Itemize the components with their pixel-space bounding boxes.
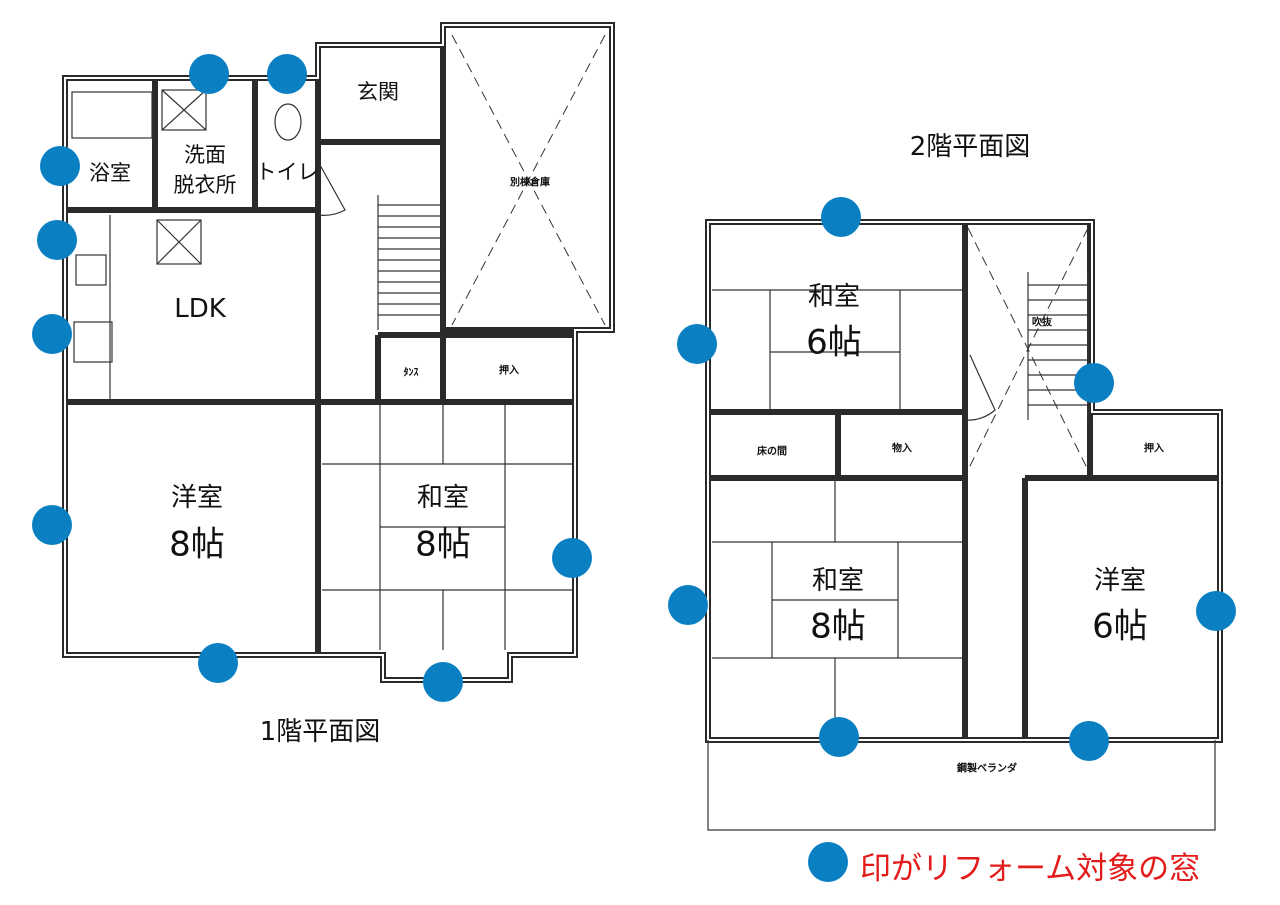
room-label-bath: 浴室 xyxy=(89,160,131,185)
room-label-storage-2f: 物入 xyxy=(892,443,912,455)
window-marker xyxy=(677,324,717,364)
room-label-entrance: 玄関 xyxy=(357,79,399,104)
room-label-ldk: LDK xyxy=(174,294,226,325)
room-size-japanese-8: 8帖 xyxy=(415,524,471,565)
room-label-wardrobe: ﾀﾝｽ xyxy=(403,367,419,379)
room-label-storage: 別棟倉庫 xyxy=(510,177,550,189)
room-size-japanese-8-2f: 8帖 xyxy=(810,606,866,647)
window-marker xyxy=(1196,591,1236,631)
room-label-void: 吹抜 xyxy=(1032,317,1052,329)
floor2-title: 2階平面図 xyxy=(909,132,1031,163)
window-marker xyxy=(668,585,708,625)
window-marker xyxy=(40,146,80,186)
window-marker xyxy=(32,505,72,545)
room-label-closet-2f: 押入 xyxy=(1144,443,1164,455)
window-marker xyxy=(552,538,592,578)
floor2-details xyxy=(712,227,1089,738)
room-label-japanese-8-2f: 和室 xyxy=(811,566,865,597)
room-label-western-6: 洋室 xyxy=(1093,566,1147,597)
window-marker xyxy=(423,662,463,702)
room-label-toilet: トイレ xyxy=(255,159,319,184)
room-label-washroom-line1: 洗面 xyxy=(184,142,226,167)
floor2-walls xyxy=(705,219,1223,831)
room-label-closet: 押入 xyxy=(499,365,519,377)
window-marker xyxy=(821,197,861,237)
room-size-western-8: 8帖 xyxy=(169,524,225,565)
room-label-japanese-8: 和室 xyxy=(416,483,470,514)
room-label-washroom-line2: 脱衣所 xyxy=(173,172,237,197)
window-marker xyxy=(189,54,229,94)
room-label-alcove: 床の間 xyxy=(757,446,787,458)
floor1-walls xyxy=(62,22,615,683)
window-marker xyxy=(37,220,77,260)
legend-text: 印がリフォーム対象の窓 xyxy=(860,851,1201,887)
floor1-title: 1階平面図 xyxy=(259,717,381,748)
window-marker xyxy=(819,717,859,757)
window-marker xyxy=(1074,363,1114,403)
legend-dot-icon xyxy=(808,842,848,882)
floor1-details xyxy=(71,34,606,650)
room-label-western-8: 洋室 xyxy=(170,483,224,514)
room-label-veranda: 鋼製ベランダ xyxy=(957,763,1017,775)
room-size-japanese-6: 6帖 xyxy=(806,322,862,363)
window-marker xyxy=(1069,721,1109,761)
room-size-western-6: 6帖 xyxy=(1092,606,1148,647)
window-marker xyxy=(32,314,72,354)
window-marker xyxy=(198,643,238,683)
room-label-japanese-6: 和室 xyxy=(807,282,861,313)
window-marker xyxy=(267,54,307,94)
